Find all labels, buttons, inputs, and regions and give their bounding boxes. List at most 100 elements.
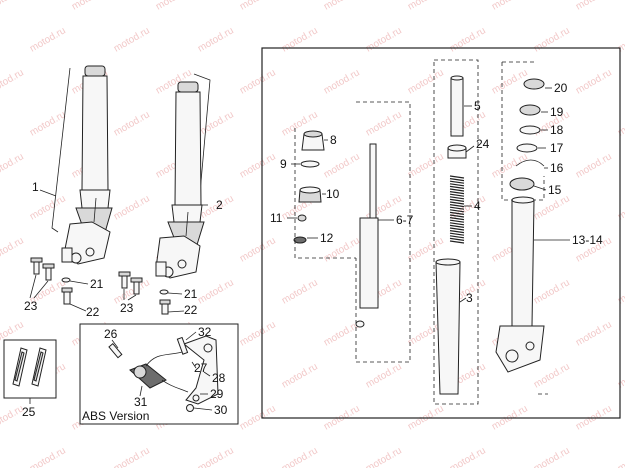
- watermark-text: motod.ru: [112, 193, 152, 222]
- watermark-text: motod.ru: [574, 0, 614, 13]
- watermark-text: motod.ru: [28, 25, 68, 54]
- callout-13-14: 13-14: [572, 233, 603, 247]
- watermark-text: motod.ru: [196, 25, 236, 54]
- watermark-text: motod.ru: [406, 67, 446, 96]
- abs-version-label: ABS Version: [82, 409, 149, 423]
- callout-3: 3: [466, 291, 473, 305]
- spring-coil: [449, 232, 465, 236]
- watermark-text: motod.ru: [532, 445, 572, 468]
- watermark-text: motod.ru: [532, 277, 572, 306]
- spring-coil: [449, 237, 465, 241]
- watermark-text: motod.ru: [154, 0, 194, 13]
- watermark-text: motod.ru: [532, 361, 572, 390]
- callout-15: 15: [548, 183, 562, 197]
- callout-12: 12: [320, 231, 334, 245]
- watermark-text: motod.ru: [280, 25, 320, 54]
- callout-32: 32: [198, 325, 212, 339]
- watermark-text: motod.ru: [238, 0, 278, 13]
- watermark-text: motod.ru: [196, 277, 236, 306]
- watermark-text: motod.ru: [406, 151, 446, 180]
- callout-23b: 23: [120, 301, 134, 315]
- reflector-box: [3, 339, 57, 404]
- callout-19: 19: [550, 105, 564, 119]
- watermark-text: motod.ru: [322, 0, 362, 13]
- watermark-text: motod.ru: [574, 151, 614, 180]
- callout-11: 11: [270, 211, 283, 225]
- spring-coil: [449, 185, 465, 189]
- spring-coil: [449, 219, 465, 223]
- watermark-text: motod.ru: [406, 0, 446, 13]
- callout-6-7: 6-7: [396, 213, 414, 227]
- watermark-text: motod.ru: [322, 67, 362, 96]
- spring-coil: [449, 209, 465, 213]
- hardware-right: [118, 271, 185, 315]
- spring-coil: [449, 235, 465, 239]
- watermark-text: motod.ru: [490, 67, 530, 96]
- watermark-text: motod.ru: [616, 445, 625, 468]
- spring-coil: [449, 217, 465, 221]
- callout-9: 9: [280, 157, 287, 171]
- spring: [449, 175, 465, 244]
- watermark-text: motod.ru: [0, 151, 26, 180]
- watermark-text: motod.ru: [28, 109, 68, 138]
- watermark-text: motod.ru: [364, 445, 404, 468]
- spring-coil: [449, 224, 465, 228]
- watermark-text: motod.ru: [28, 193, 68, 222]
- spring-coil: [449, 191, 465, 195]
- watermark-text: motod.ru: [364, 109, 404, 138]
- callout-29: 29: [210, 387, 224, 401]
- watermark-text: motod.ru: [238, 235, 278, 264]
- spring-coil: [449, 183, 465, 187]
- callout-5: 5: [474, 99, 481, 113]
- callout-30: 30: [214, 403, 228, 417]
- watermark-text: motod.ru: [448, 25, 488, 54]
- callout-17: 17: [550, 141, 564, 155]
- callout-10: 10: [326, 187, 340, 201]
- callout-20: 20: [554, 81, 568, 95]
- spring-coil: [449, 206, 465, 210]
- watermark-text: motod.ru: [112, 25, 152, 54]
- watermark-text: motod.ru: [280, 361, 320, 390]
- watermark-text: motod.ru: [112, 445, 152, 468]
- callout-2: 2: [216, 198, 223, 212]
- watermark-text: motod.ru: [574, 319, 614, 348]
- callout-25: 25: [22, 405, 36, 419]
- damper-rod: [355, 101, 411, 363]
- spring-coil: [449, 211, 465, 215]
- spring-coil: [449, 227, 465, 231]
- watermark-text: motod.ru: [238, 67, 278, 96]
- hardware-left: [29, 257, 89, 312]
- spring-coil: [449, 180, 465, 184]
- watermark-text: motod.ru: [0, 0, 26, 13]
- watermark-text: motod.ru: [364, 25, 404, 54]
- watermark-text: motod.ru: [490, 151, 530, 180]
- callout-26: 26: [104, 327, 118, 341]
- callout-8: 8: [330, 133, 337, 147]
- spring-coil: [449, 188, 465, 192]
- spring-coil: [449, 222, 465, 226]
- callout-27: 27: [194, 361, 208, 375]
- watermark-text: motod.ru: [364, 361, 404, 390]
- spring-coil: [449, 175, 465, 179]
- watermark-text: motod.ru: [70, 0, 110, 13]
- watermark-text: motod.ru: [0, 235, 26, 264]
- callout-28: 28: [212, 371, 226, 385]
- watermark-text: motod.ru: [490, 0, 530, 13]
- cap-stack: [287, 128, 356, 259]
- watermark-text: motod.ru: [532, 25, 572, 54]
- callout-31: 31: [134, 395, 148, 409]
- spring-coil: [449, 201, 465, 205]
- spring-coil: [449, 178, 465, 182]
- watermark-text: motod.ru: [280, 277, 320, 306]
- spring-coil: [449, 196, 465, 200]
- watermark-text: motod.ru: [0, 67, 26, 96]
- callout-1: 1: [32, 180, 39, 194]
- fork-leg-left-assembly: [39, 65, 113, 265]
- fork-leg-right-assembly: [155, 73, 211, 279]
- callout-22b: 22: [184, 303, 198, 317]
- spring-coil: [449, 230, 465, 234]
- outer-leg: [495, 61, 570, 395]
- callout-4: 4: [474, 199, 481, 213]
- watermark-text: motod.ru: [280, 445, 320, 468]
